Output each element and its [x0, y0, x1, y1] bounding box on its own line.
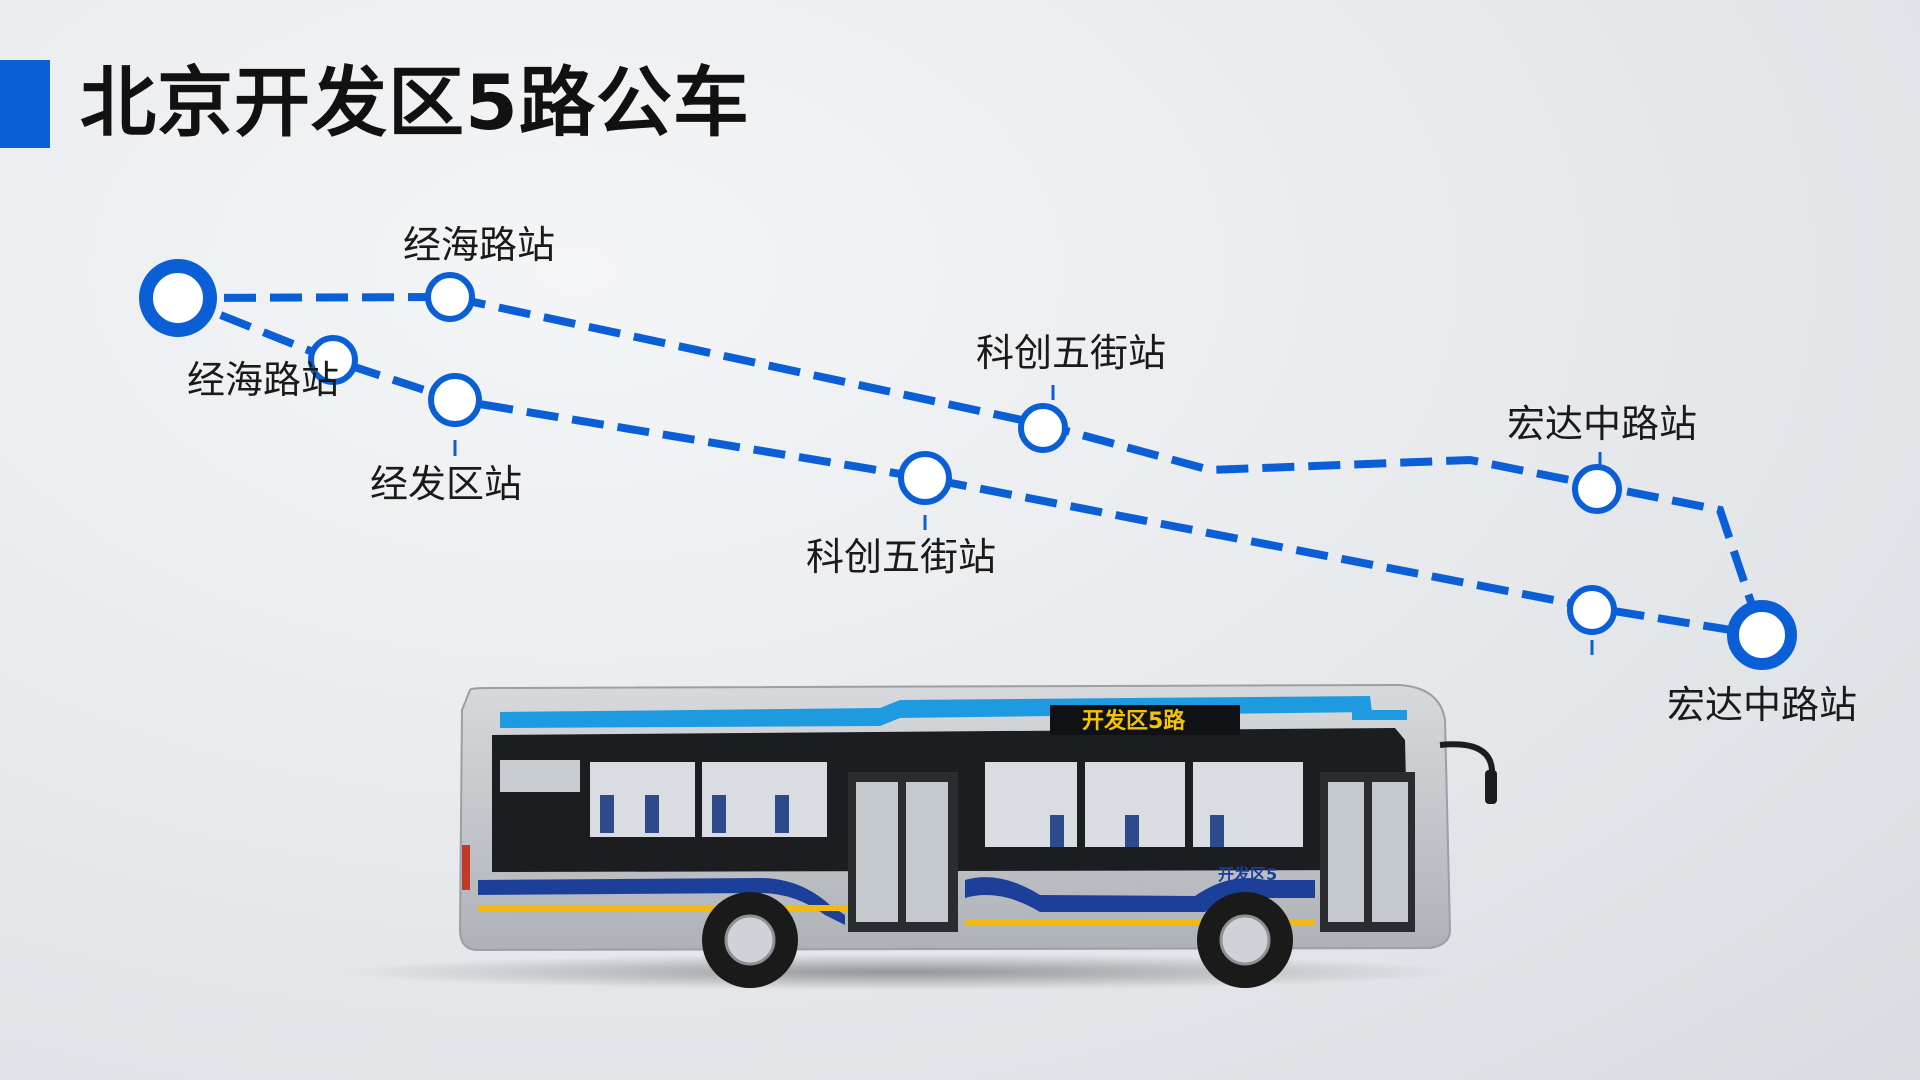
- terminal-stop-end: [1727, 600, 1797, 670]
- bus-door-glass: [906, 782, 948, 922]
- bus-livery-stripe: [965, 877, 1315, 912]
- stop-label: 经海路站: [187, 358, 339, 402]
- bus-seat: [1125, 815, 1139, 847]
- bus-mirror: [1439, 741, 1495, 798]
- page-title: 北京开发区5路公车: [80, 58, 750, 147]
- bus-door-glass: [1328, 782, 1364, 922]
- stop-marker: [428, 373, 482, 427]
- bus-shadow: [340, 954, 1460, 990]
- stop-marker: [425, 272, 475, 322]
- stop-marker: [898, 451, 952, 505]
- bus-livery-stripe: [965, 920, 1315, 926]
- destination-sign: [1050, 705, 1240, 735]
- stop-marker: [308, 335, 358, 385]
- bus-seat: [600, 795, 614, 833]
- stop-label: 经发区站: [370, 462, 522, 506]
- route-line-upper: [177, 292, 1766, 637]
- bus-seat: [1210, 815, 1224, 847]
- stop-label: 经海路站: [403, 223, 555, 267]
- bus-seat: [1050, 815, 1064, 847]
- title-accent-bar: [0, 60, 50, 148]
- bus-rear-light: [462, 845, 470, 890]
- bus-hubcap: [1219, 914, 1271, 966]
- bus-mirror-head: [1485, 770, 1497, 804]
- route-line-lower: [176, 294, 1763, 639]
- bus-side-text: 开发区5: [1218, 865, 1277, 884]
- bus-window: [500, 760, 580, 792]
- bus-door-glass: [856, 782, 898, 922]
- stop-marker: [1572, 464, 1622, 514]
- stop-label: 科创五街站: [976, 331, 1166, 375]
- bus-livery-stripe: [478, 905, 848, 911]
- bus-hubcap: [724, 914, 776, 966]
- bus-roof-stripe-end: [1352, 710, 1407, 720]
- bus-seat: [775, 795, 789, 833]
- bus-roof-stripe: [500, 696, 1372, 728]
- stop-label: 宏达中路站: [1667, 683, 1857, 727]
- stop-label: 科创五街站: [806, 535, 996, 579]
- bus-door-glass: [1372, 782, 1408, 922]
- destination-sign-text: 开发区5路: [1082, 708, 1186, 734]
- terminal-stop-start: [139, 259, 217, 337]
- bus-window: [1193, 762, 1303, 847]
- bus-livery-stripe: [478, 878, 845, 925]
- bus-seat: [712, 795, 726, 833]
- stop-marker: [1018, 403, 1068, 453]
- stop-label: 宏达中路站: [1507, 402, 1697, 446]
- bus-seat: [645, 795, 659, 833]
- stop-marker: [1567, 585, 1617, 635]
